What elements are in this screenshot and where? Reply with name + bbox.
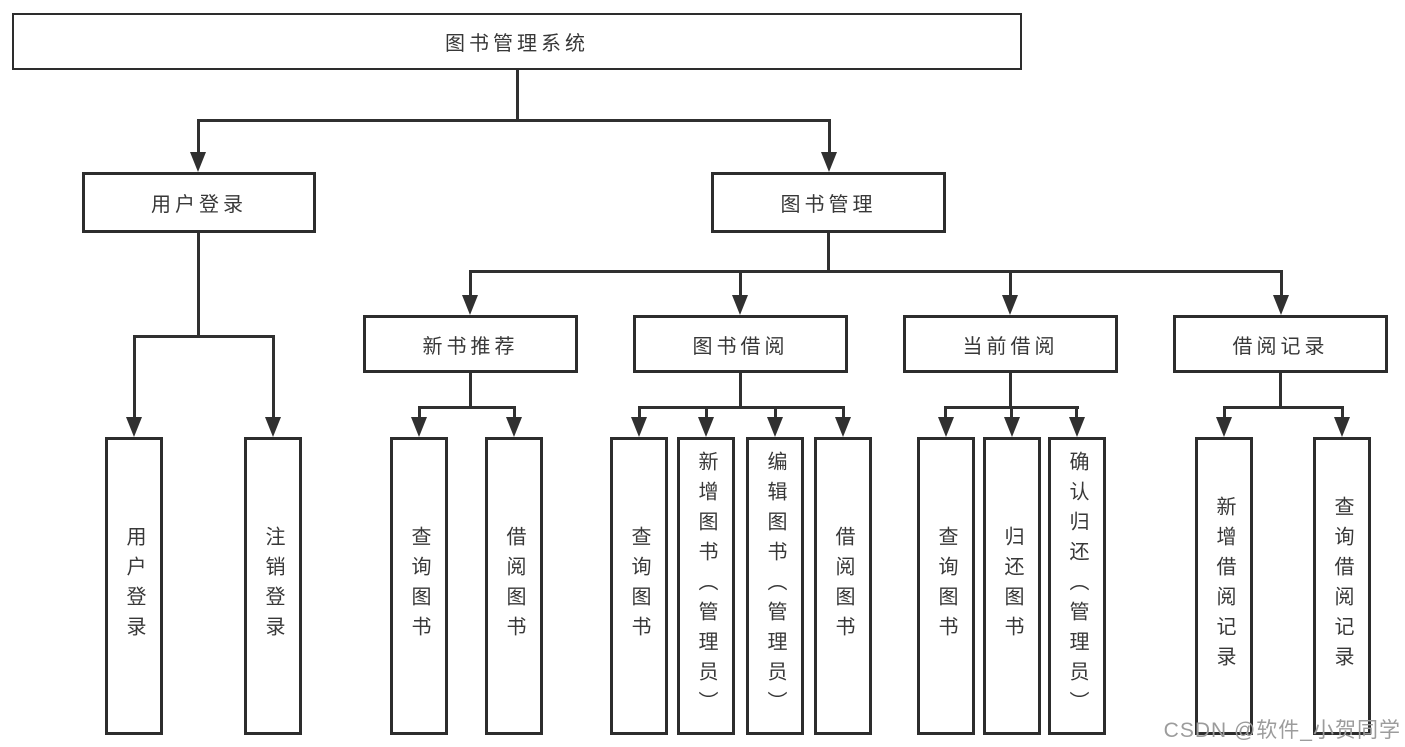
node-leaf-confirm-return-admin: 确认归还（管理员） — [1048, 437, 1106, 735]
node-user-login: 用户登录 — [82, 172, 316, 233]
connector-vline — [705, 406, 708, 419]
node-leaf-query-borrow-record: 查询借阅记录 — [1313, 437, 1371, 735]
node-root-library-system: 图书管理系统 — [12, 13, 1022, 70]
node-book-management: 图书管理 — [711, 172, 946, 233]
node-current-borrowing: 当前借阅 — [903, 315, 1118, 373]
connector-vline — [197, 233, 200, 337]
connector-vline — [516, 70, 519, 121]
connector-hline — [133, 335, 275, 338]
connector-vline — [513, 406, 516, 419]
arrowhead-down-icon — [1334, 417, 1350, 437]
connector-vline — [418, 406, 421, 419]
connector-vline — [842, 406, 845, 419]
connector-hline — [1223, 406, 1344, 409]
node-leaf-user-login: 用户登录 — [105, 437, 163, 735]
connector-hline — [469, 270, 1283, 273]
arrowhead-down-icon — [1216, 417, 1232, 437]
node-leaf-query-books-3: 查询图书 — [917, 437, 975, 735]
node-leaf-borrow-books-1: 借阅图书 — [485, 437, 543, 735]
connector-vline — [739, 373, 742, 409]
node-new-book-recommend: 新书推荐 — [363, 315, 578, 373]
arrowhead-down-icon — [767, 417, 783, 437]
connector-vline — [828, 119, 831, 155]
connector-vline — [1223, 406, 1226, 419]
connector-vline — [1009, 373, 1012, 409]
arrowhead-down-icon — [821, 152, 837, 172]
connector-vline — [638, 406, 641, 419]
arrowhead-down-icon — [190, 152, 206, 172]
node-leaf-add-books-admin: 新增图书（管理员） — [677, 437, 735, 735]
arrowhead-down-icon — [1273, 295, 1289, 315]
connector-vline — [1280, 270, 1283, 296]
arrowhead-down-icon — [126, 417, 142, 437]
connector-vline — [1009, 270, 1012, 296]
connector-vline — [469, 270, 472, 296]
connector-vline — [774, 406, 777, 419]
node-leaf-logout: 注销登录 — [244, 437, 302, 735]
node-leaf-add-borrow-record: 新增借阅记录 — [1195, 437, 1253, 735]
node-leaf-query-books-1: 查询图书 — [390, 437, 448, 735]
arrowhead-down-icon — [732, 295, 748, 315]
arrowhead-down-icon — [411, 417, 427, 437]
connector-vline — [739, 270, 742, 296]
arrowhead-down-icon — [265, 417, 281, 437]
connector-vline — [827, 233, 830, 272]
connector-hline — [197, 119, 831, 122]
watermark: CSDN @软件_小贺同学 — [1163, 719, 1401, 742]
arrowhead-down-icon — [462, 295, 478, 315]
connector-vline — [1010, 406, 1013, 419]
connector-vline — [1075, 406, 1078, 419]
arrowhead-down-icon — [835, 417, 851, 437]
connector-vline — [197, 119, 200, 155]
arrowhead-down-icon — [1002, 295, 1018, 315]
arrowhead-down-icon — [1004, 417, 1020, 437]
connector-vline — [133, 335, 136, 419]
connector-hline — [638, 406, 845, 409]
node-leaf-return-books: 归还图书 — [983, 437, 1041, 735]
connector-vline — [469, 373, 472, 409]
node-borrow-records: 借阅记录 — [1173, 315, 1388, 373]
connector-vline — [1341, 406, 1344, 419]
node-leaf-query-books-2: 查询图书 — [610, 437, 668, 735]
connector-vline — [272, 335, 275, 419]
node-leaf-borrow-books-2: 借阅图书 — [814, 437, 872, 735]
arrowhead-down-icon — [698, 417, 714, 437]
arrowhead-down-icon — [631, 417, 647, 437]
arrowhead-down-icon — [938, 417, 954, 437]
node-book-borrowing: 图书借阅 — [633, 315, 848, 373]
connector-vline — [944, 406, 947, 419]
arrowhead-down-icon — [506, 417, 522, 437]
node-leaf-edit-books-admin: 编辑图书（管理员） — [746, 437, 804, 735]
arrowhead-down-icon — [1069, 417, 1085, 437]
connector-hline — [418, 406, 516, 409]
connector-vline — [1279, 373, 1282, 409]
